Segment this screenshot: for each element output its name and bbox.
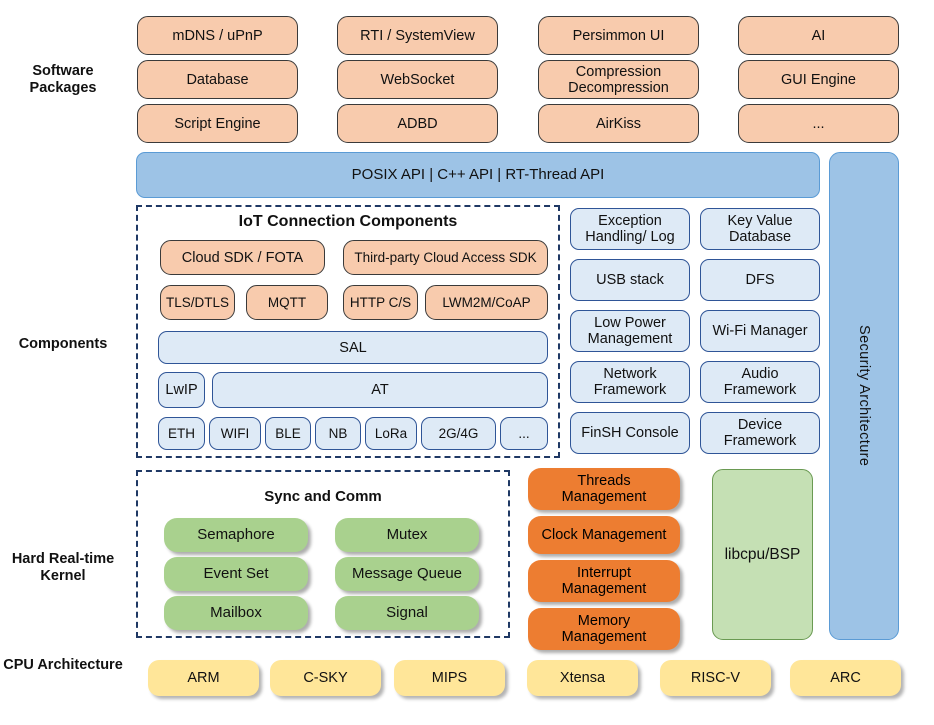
cpu-mips[interactable]: MIPS bbox=[394, 660, 505, 696]
package-persimmon-ui[interactable]: Persimmon UI bbox=[538, 16, 699, 55]
row-label-kernel: Hard Real-time Kernel bbox=[11, 551, 115, 584]
cpu-arc[interactable]: ARC bbox=[790, 660, 901, 696]
kernel-event-set[interactable]: Event Set bbox=[164, 557, 308, 591]
component-audio-framework[interactable]: Audio Framework bbox=[700, 361, 820, 403]
package-more[interactable]: ... bbox=[738, 104, 899, 143]
iot-sal[interactable]: SAL bbox=[158, 331, 548, 364]
component-key-value-database[interactable]: Key Value Database bbox=[700, 208, 820, 250]
kernel-semaphore[interactable]: Semaphore bbox=[164, 518, 308, 552]
iot-link-wifi[interactable]: WIFI bbox=[209, 417, 261, 450]
iot-tls-dtls[interactable]: TLS/DTLS bbox=[160, 285, 235, 320]
iot-link-eth[interactable]: ETH bbox=[158, 417, 205, 450]
component-low-power-management[interactable]: Low Power Management bbox=[570, 310, 690, 352]
iot-cloud-sdk-fota[interactable]: Cloud SDK / FOTA bbox=[160, 240, 325, 275]
iot-link-lora[interactable]: LoRa bbox=[365, 417, 417, 450]
package-adbd[interactable]: ADBD bbox=[337, 104, 498, 143]
security-architecture-bar: Security Architecture bbox=[829, 152, 899, 640]
kernel-threads-management[interactable]: Threads Management bbox=[528, 468, 680, 510]
sync-and-comm-box bbox=[136, 470, 510, 638]
iot-third-party-cloud-access-sdk[interactable]: Third-party Cloud Access SDK bbox=[343, 240, 548, 275]
row-label-components: Components bbox=[18, 336, 108, 352]
iot-connection-components-title: IoT Connection Components bbox=[238, 213, 458, 230]
security-architecture-label: Security Architecture bbox=[856, 325, 872, 467]
package-gui-engine[interactable]: GUI Engine bbox=[738, 60, 899, 99]
component-usb-stack[interactable]: USB stack bbox=[570, 259, 690, 301]
package-database[interactable]: Database bbox=[137, 60, 298, 99]
iot-lwip[interactable]: LwIP bbox=[158, 372, 205, 408]
kernel-clock-management[interactable]: Clock Management bbox=[528, 516, 680, 554]
iot-link-more[interactable]: ... bbox=[500, 417, 548, 450]
cpu-c-sky[interactable]: C-SKY bbox=[270, 660, 381, 696]
package-websocket[interactable]: WebSocket bbox=[337, 60, 498, 99]
iot-link-ble[interactable]: BLE bbox=[265, 417, 311, 450]
iot-at[interactable]: AT bbox=[212, 372, 548, 408]
kernel-message-queue[interactable]: Message Queue bbox=[335, 557, 479, 591]
libcpu-bsp[interactable]: libcpu/BSP bbox=[712, 469, 813, 640]
component-exception-handling-log[interactable]: Exception Handling/ Log bbox=[570, 208, 690, 250]
component-network-framework[interactable]: Network Framework bbox=[570, 361, 690, 403]
component-finsh-console[interactable]: FinSH Console bbox=[570, 412, 690, 454]
iot-http-cs[interactable]: HTTP C/S bbox=[343, 285, 418, 320]
api-bar: POSIX API | C++ API | RT-Thread API bbox=[136, 152, 820, 198]
kernel-signal[interactable]: Signal bbox=[335, 596, 479, 630]
kernel-interrupt-management[interactable]: Interrupt Management bbox=[528, 560, 680, 602]
iot-mqtt[interactable]: MQTT bbox=[246, 285, 328, 320]
package-compression-decompression[interactable]: Compression Decompression bbox=[538, 60, 699, 99]
iot-connection-components-box bbox=[136, 205, 560, 458]
package-mdns-upnp[interactable]: mDNS / uPnP bbox=[137, 16, 298, 55]
sync-and-comm-title: Sync and Comm bbox=[264, 488, 382, 505]
kernel-memory-management[interactable]: Memory Management bbox=[528, 608, 680, 650]
iot-link-nb[interactable]: NB bbox=[315, 417, 361, 450]
row-label-cpu-architecture: CPU Architecture bbox=[3, 657, 123, 673]
package-ai[interactable]: AI bbox=[738, 16, 899, 55]
kernel-mailbox[interactable]: Mailbox bbox=[164, 596, 308, 630]
row-label-software-packages: Software Packages bbox=[29, 63, 97, 96]
package-rti-systemview[interactable]: RTI / SystemView bbox=[337, 16, 498, 55]
cpu-risc-v[interactable]: RISC-V bbox=[660, 660, 771, 696]
iot-link-2g-4g[interactable]: 2G/4G bbox=[421, 417, 496, 450]
component-device-framework[interactable]: Device Framework bbox=[700, 412, 820, 454]
cpu-arm[interactable]: ARM bbox=[148, 660, 259, 696]
component-wifi-manager[interactable]: Wi-Fi Manager bbox=[700, 310, 820, 352]
component-dfs[interactable]: DFS bbox=[700, 259, 820, 301]
iot-lwm2m-coap[interactable]: LWM2M/CoAP bbox=[425, 285, 548, 320]
kernel-mutex[interactable]: Mutex bbox=[335, 518, 479, 552]
package-airkiss[interactable]: AirKiss bbox=[538, 104, 699, 143]
cpu-xtensa[interactable]: Xtensa bbox=[527, 660, 638, 696]
package-script-engine[interactable]: Script Engine bbox=[137, 104, 298, 143]
